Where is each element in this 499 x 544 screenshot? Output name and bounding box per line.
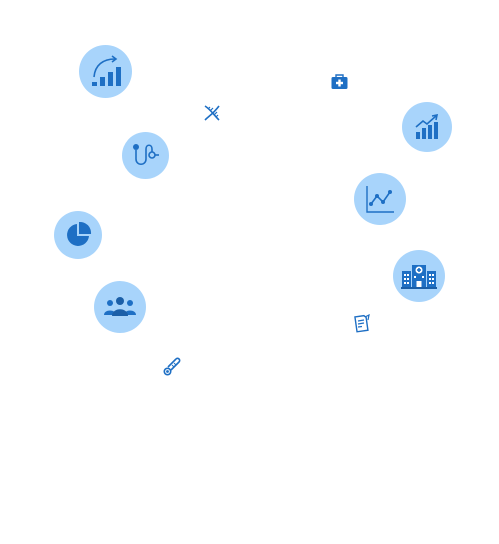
bar-chart-trend-icon xyxy=(415,114,439,139)
line-chart-icon xyxy=(366,186,394,213)
group-people-icon xyxy=(104,297,136,316)
medical-report xyxy=(353,314,371,334)
hospital-building-icon xyxy=(401,265,437,289)
hospital-building-circle xyxy=(393,250,445,302)
growth-chart-icon xyxy=(91,54,121,86)
thermometer-icon xyxy=(163,357,181,376)
medical-report-icon xyxy=(354,314,370,333)
pie-chart-circle xyxy=(54,211,102,259)
bar-chart-trend-circle xyxy=(402,102,452,152)
stethoscope-circle xyxy=(122,132,169,179)
growth-chart-circle xyxy=(79,45,132,98)
dna-icon xyxy=(204,105,220,121)
dna xyxy=(203,104,221,122)
first-aid-kit-icon xyxy=(331,74,347,89)
stethoscope-icon xyxy=(132,143,159,165)
group-people-circle xyxy=(94,281,146,333)
pie-chart-icon xyxy=(67,221,92,246)
thermometer xyxy=(163,357,182,376)
first-aid-kit xyxy=(330,73,348,91)
line-chart-circle xyxy=(354,173,406,225)
